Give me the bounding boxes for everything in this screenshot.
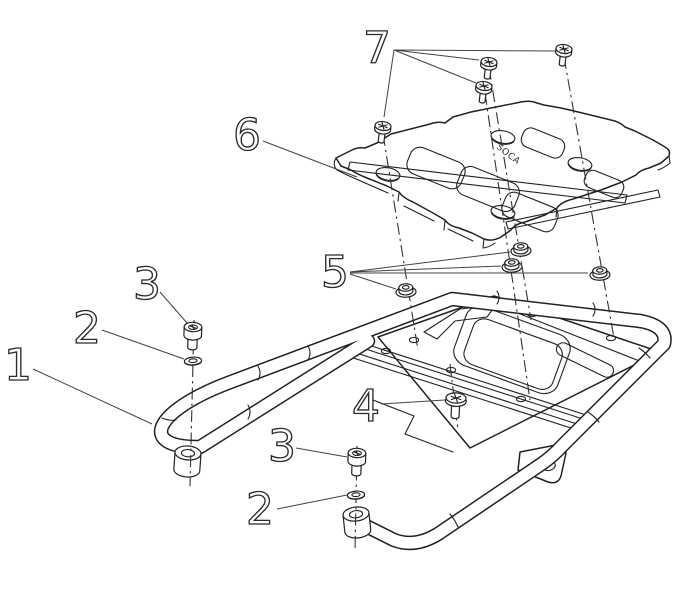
- flange-nut-icon: [588, 265, 611, 282]
- deck-plate: [343, 295, 661, 453]
- deck-rail-step: [372, 399, 454, 453]
- socket-bolt-icon: [182, 321, 203, 351]
- leader-line: [295, 447, 348, 458]
- center-line: [484, 92, 531, 401]
- flat-washer-icon: [183, 355, 203, 367]
- plate-slot-cutouts: [406, 127, 625, 233]
- leader-line: [349, 251, 588, 290]
- flat-washer-icon: [346, 489, 366, 501]
- deck-cutout-notch: [423, 304, 497, 340]
- tube-bushing-icon: [172, 444, 203, 479]
- callout-label-3-upper: 3: [133, 259, 161, 310]
- plate-outline: [335, 100, 671, 241]
- callout-label-4: 4: [352, 381, 380, 432]
- tube-tick-marks: [161, 290, 651, 528]
- callout-label-6: 6: [233, 110, 261, 161]
- plate-thickness-facets: [333, 155, 671, 249]
- leader-line: [101, 329, 185, 360]
- deck-inner-edge: [499, 305, 643, 363]
- callout-label-5: 5: [321, 247, 349, 298]
- deck-slot-long: [555, 342, 615, 378]
- leader-line: [380, 399, 446, 405]
- plate-edge-doubling: [346, 174, 474, 242]
- top-mounting-plate: SOCA: [333, 100, 671, 249]
- leader-line: [262, 140, 358, 178]
- callout-label-2-lower: 2: [246, 484, 274, 535]
- leader-line: [383, 49, 556, 118]
- deck-cutout-large: [453, 305, 571, 395]
- leader-line: [159, 291, 188, 324]
- plate-band-strip: [505, 189, 661, 230]
- screw-icon: [473, 79, 494, 105]
- leader-line: [32, 368, 153, 425]
- flange-nut-icon: [394, 282, 417, 299]
- center-line: [563, 56, 615, 339]
- callout-label-1: 1: [4, 340, 32, 391]
- callout-label-2-upper: 2: [73, 303, 101, 354]
- callout-label-3-lower: 3: [268, 421, 296, 472]
- center-line: [382, 133, 419, 351]
- screw-icon: [478, 55, 499, 81]
- screw-icon: [553, 42, 574, 68]
- plate-band-strip: [347, 161, 628, 204]
- center-line: [488, 67, 532, 321]
- callout-label-7: 7: [363, 23, 391, 74]
- leader-lines: [32, 49, 588, 510]
- rack-frame: [153, 290, 672, 551]
- flange-nut-icon: [500, 257, 523, 274]
- leader-line: [276, 494, 348, 510]
- socket-bolt-icon: [346, 447, 367, 477]
- callout-labels: 7 6 5 3 2 1 4 3 2: [3, 22, 391, 535]
- tube-bushing-icon: [341, 505, 373, 540]
- flange-nut-icon: [509, 241, 532, 258]
